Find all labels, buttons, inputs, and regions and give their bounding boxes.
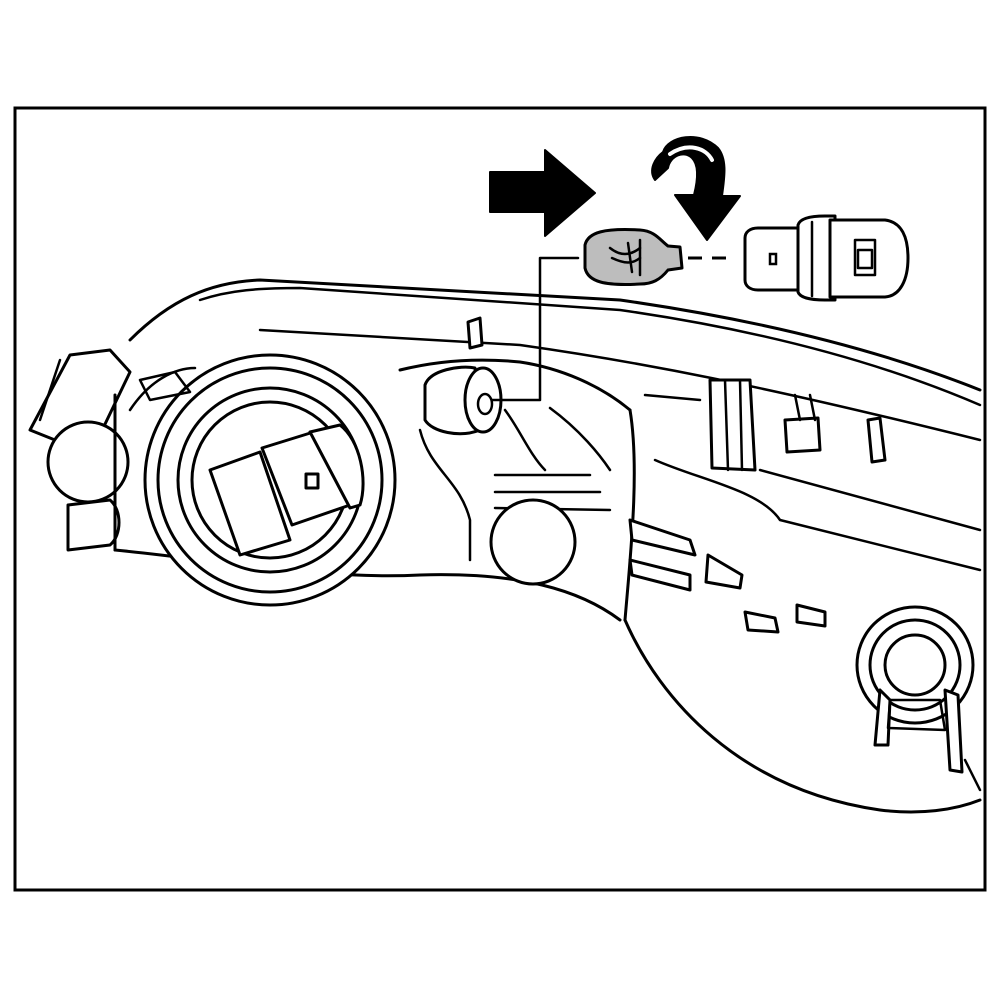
main-bulb-ring: [128, 353, 397, 607]
bulb-socket-icon: [743, 214, 910, 302]
push-arrow-icon: [489, 149, 596, 237]
side-marker-socket-hole: [423, 365, 503, 436]
headlamp-assembly-icon: [28, 278, 982, 814]
fog-lamp-socket: [855, 605, 982, 792]
rotate-arrow-icon: [651, 135, 741, 241]
wedge-bulb-icon: [583, 228, 684, 286]
leader-line: [490, 256, 580, 402]
